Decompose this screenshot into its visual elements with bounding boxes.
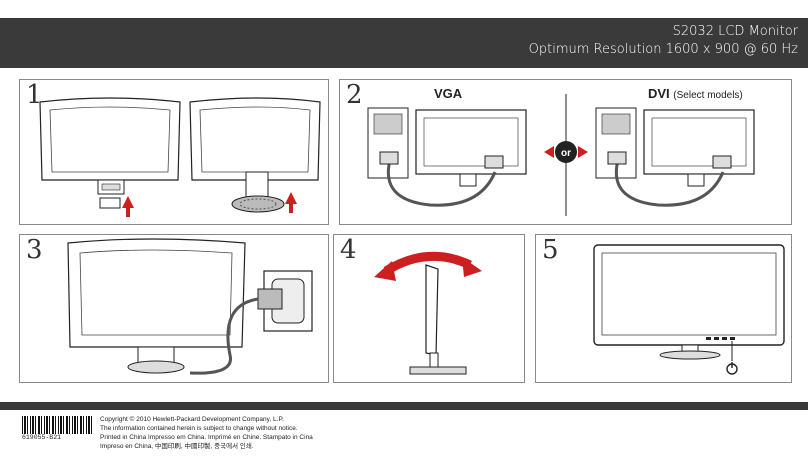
- step-3-panel: 3: [19, 234, 329, 383]
- copyright-line: Copyright © 2010 Hewlett-Packard Develop…: [100, 416, 284, 423]
- step-1-panel: 1: [19, 79, 329, 225]
- dvi-label-group: DVI (Select models): [648, 86, 743, 101]
- step-5-panel: 5: [535, 234, 792, 383]
- step-3-number: 3: [26, 235, 43, 265]
- power-on-illustration: [593, 244, 785, 375]
- printed-line-2: Impreso en China, 中国印刷, 中國印製, 중국에서 인쇄.: [100, 443, 254, 450]
- footer-bar: [0, 402, 808, 410]
- power-cable-illustration: [67, 238, 313, 375]
- barcode: [22, 416, 92, 434]
- cable-connect-illustration: or: [367, 94, 755, 216]
- printed-line-1: Printed in China Impresso em China. Impr…: [100, 434, 313, 441]
- header-bar: S2032 LCD Monitor Optimum Resolution 160…: [0, 18, 808, 68]
- notice-line: The information contained herein is subj…: [100, 425, 298, 432]
- step-2-number: 2: [346, 80, 363, 110]
- or-text: or: [561, 148, 571, 159]
- step-1-number: 1: [26, 80, 43, 110]
- tilt-illustration: [374, 251, 482, 375]
- resolution-subtitle: Optimum Resolution 1600 x 900 @ 60 Hz: [528, 42, 798, 57]
- step-4-number: 4: [340, 235, 357, 265]
- footer-legal-text: Copyright © 2010 Hewlett-Packard Develop…: [100, 415, 313, 451]
- power-icon: [726, 362, 738, 375]
- barcode-number: 619055-B21: [22, 434, 62, 441]
- vga-label: VGA: [434, 86, 463, 101]
- dvi-note: (Select models): [673, 90, 743, 101]
- step-5-number: 5: [542, 235, 559, 265]
- model-title: S2032 LCD Monitor: [672, 24, 798, 39]
- step-4-panel: 4: [333, 234, 525, 383]
- step-2-panel: 2 VGA DVI (Select models) or: [339, 79, 792, 225]
- dvi-label: DVI: [648, 86, 670, 101]
- stand-attach-illustration: [39, 97, 321, 217]
